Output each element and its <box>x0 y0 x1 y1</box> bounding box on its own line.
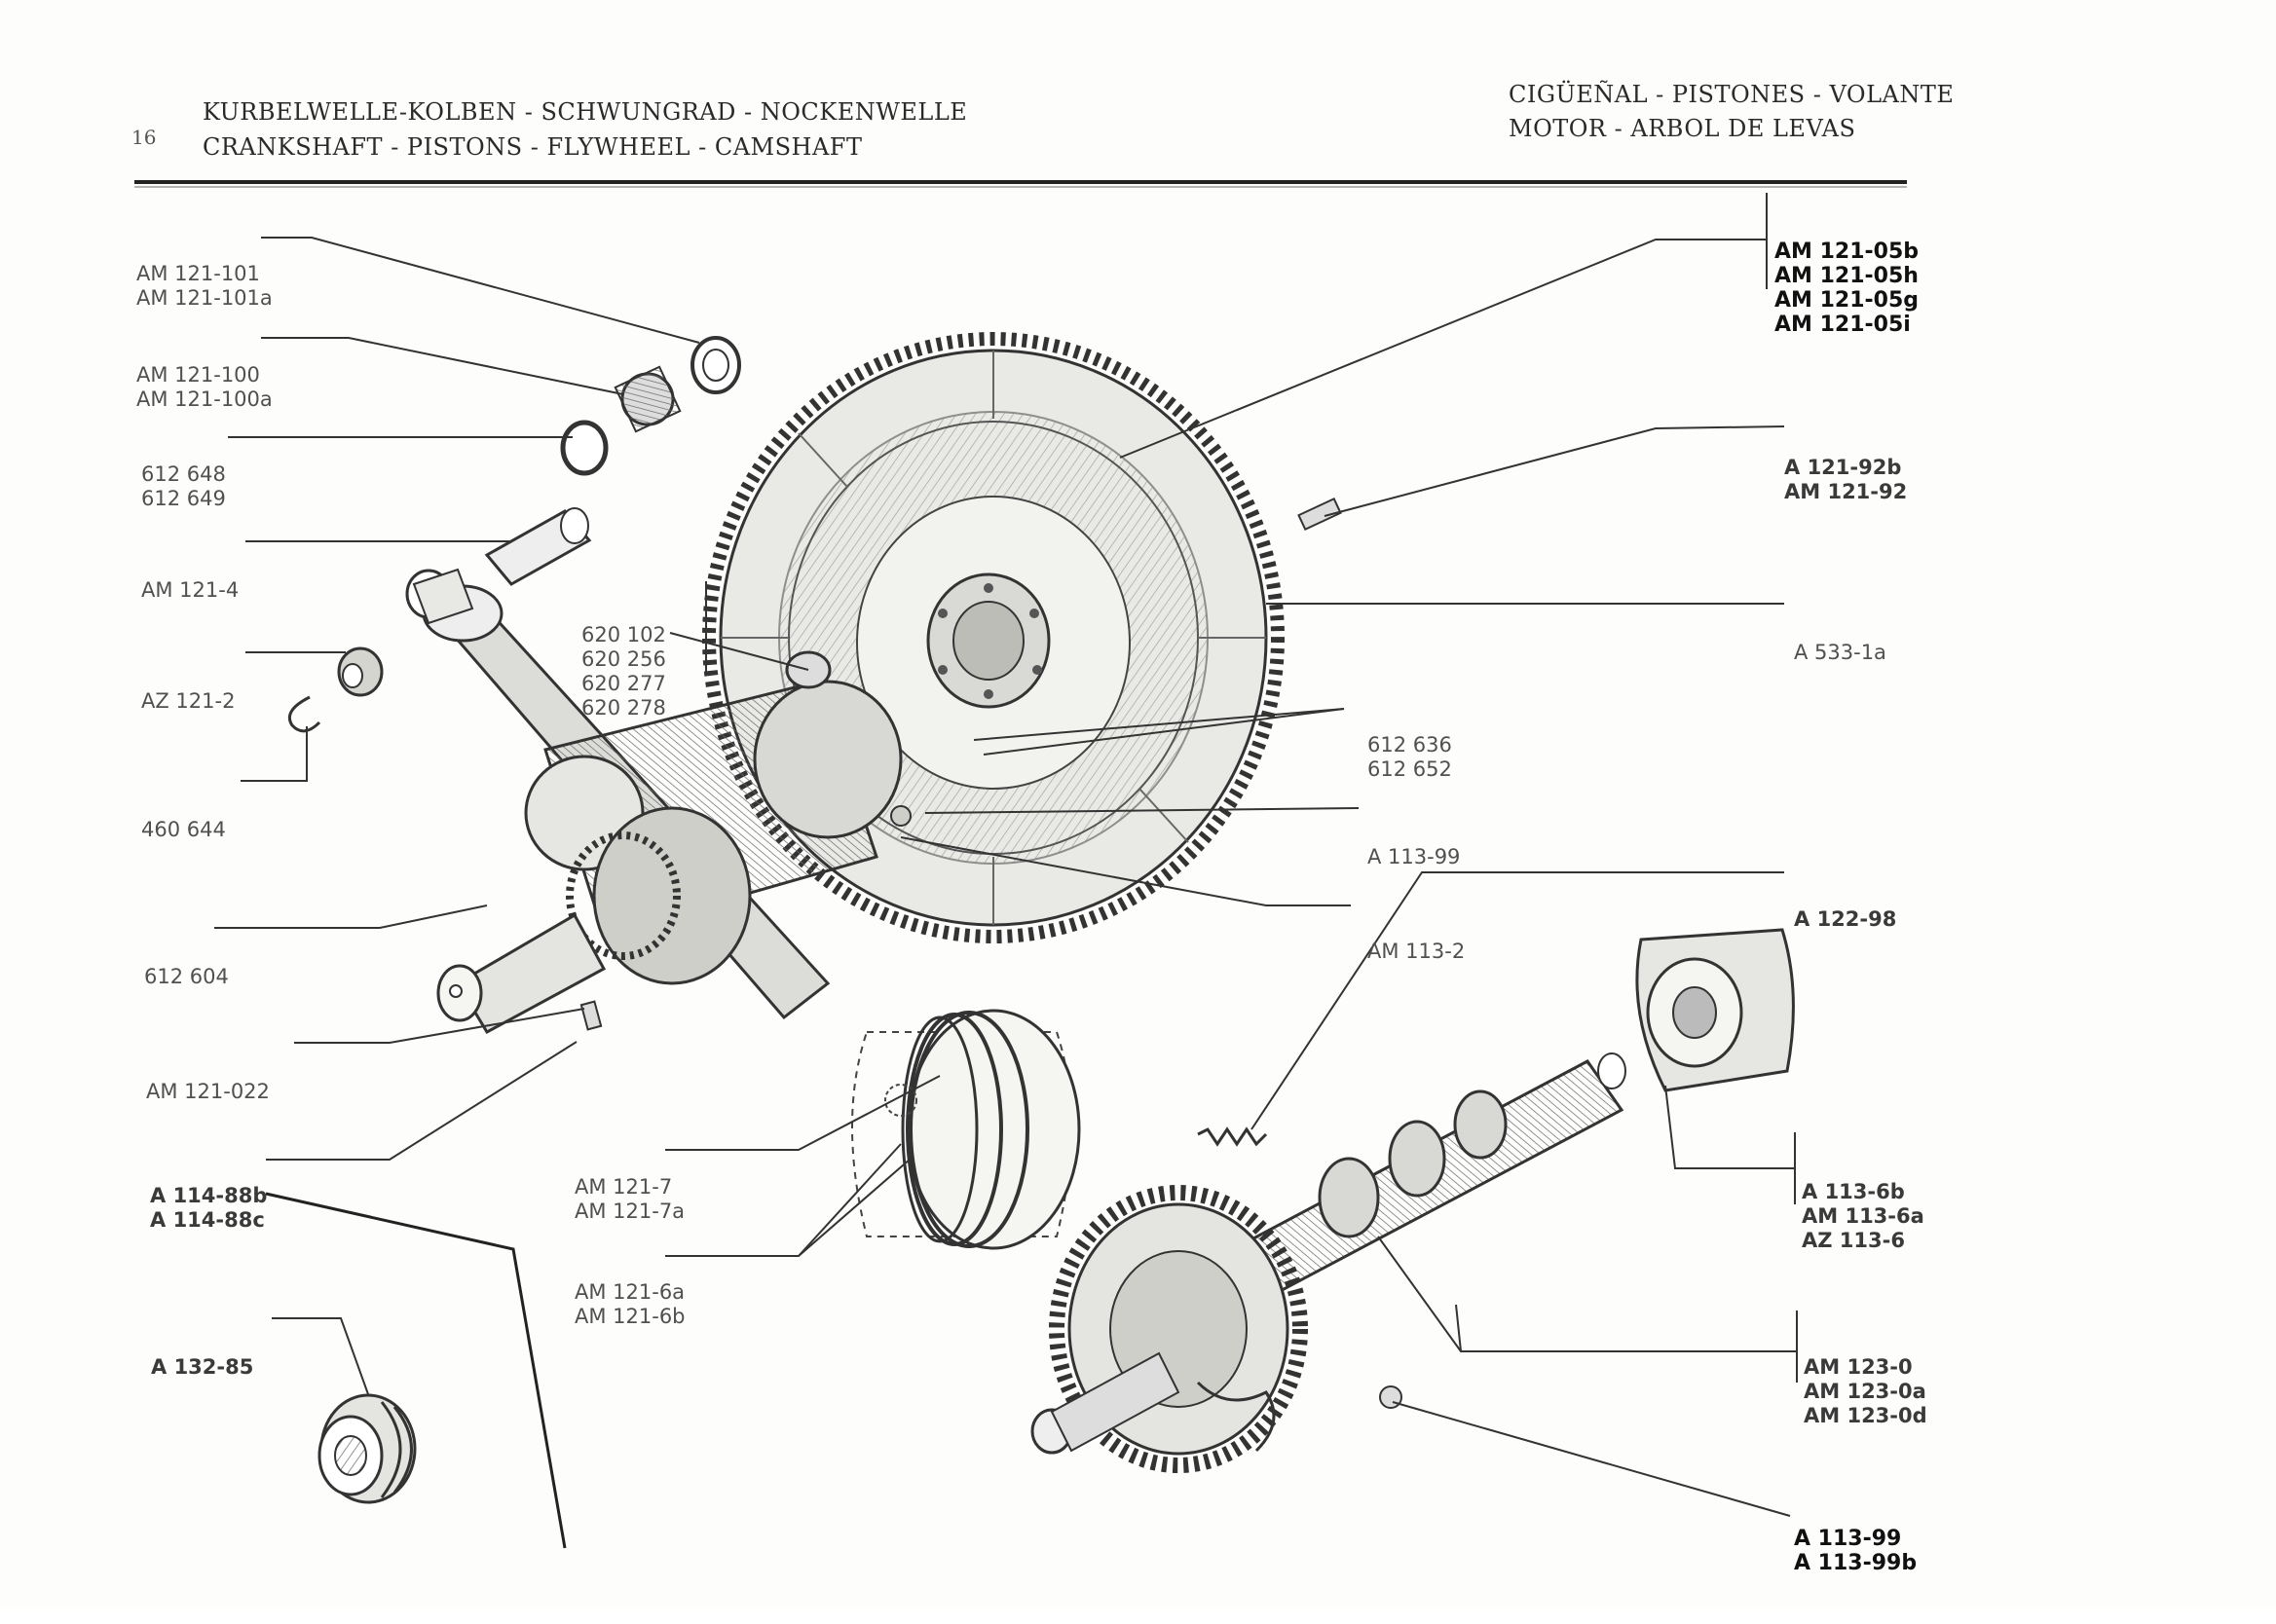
title-german: KURBELWELLE-KOLBEN - SCHWUNGRAD - NOCKEN… <box>203 98 968 126</box>
title-english: CRANKSHAFT - PISTONS - FLYWHEEL - CAMSHA… <box>203 133 863 161</box>
callout-az121-2: AZ 121-2 <box>141 689 236 713</box>
callout-am121-4: AM 121-4 <box>141 578 240 602</box>
camshaft-bearing-housing <box>1635 928 1795 1092</box>
crankshaft <box>436 680 903 1035</box>
title-spanish-line2: MOTOR - ARBOL DE LEVAS <box>1509 115 1856 142</box>
callout-am121-022: AM 121-022 <box>146 1080 270 1103</box>
title-spanish-line1: CIGÜEÑAL - PISTONES - VOLANTE <box>1509 81 1955 108</box>
plug <box>317 1393 417 1504</box>
callout-a533-1a: A 533-1a <box>1794 641 1886 664</box>
callout-460644: 460 644 <box>141 818 226 841</box>
piston <box>851 1009 1081 1250</box>
page-number: 16 <box>131 126 157 149</box>
callout-a113-99-upper: A 113-99 <box>1367 845 1461 868</box>
leader-lines <box>214 193 1798 1517</box>
camshaft <box>1030 1052 1626 1473</box>
callout-a132-85: A 132-85 <box>151 1355 254 1379</box>
callout-a122-98: A 122-98 <box>1794 907 1897 931</box>
header-rule <box>134 180 1907 188</box>
spring <box>1197 1126 1268 1147</box>
nut <box>1379 1385 1402 1409</box>
small-parts <box>287 336 1342 827</box>
callout-am113-2: AM 113-2 <box>1367 940 1466 963</box>
section-divider <box>265 1192 567 1549</box>
callout-612604: 612 604 <box>144 965 229 988</box>
